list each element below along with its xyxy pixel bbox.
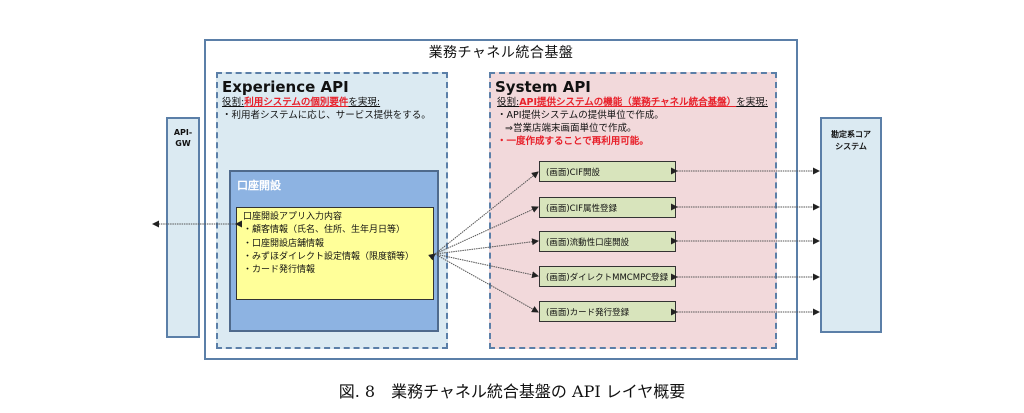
role-prefix: 役割: (497, 97, 520, 108)
role-prefix: 役割: (222, 97, 245, 108)
role-suffix: を実現: (348, 97, 381, 108)
experience-api-bullet: ・利用者システムに応じ、サービス提供をする。 (222, 110, 431, 121)
system-api-bullet-2: ⇒営業店端末画面単位で作成。 (505, 123, 637, 134)
role-highlight: 利用システムの個別要件 (244, 97, 349, 108)
account-opening-title: 口座開設 (237, 179, 281, 192)
api-gw-label-1: API- (173, 128, 193, 137)
screen-api-cif-open: (画面)CIF開設 (539, 161, 676, 182)
role-suffix: を実現: (736, 97, 768, 108)
experience-api-role: 役割:利用システムの個別要件を実現: (222, 97, 380, 109)
bullet-mark: ・ (497, 136, 507, 147)
system-api-bullet-3: ・一度作成することで再利用可能。 (497, 136, 649, 148)
experience-api-heading: Experience API (222, 78, 349, 96)
bullet-highlight: 一度作成することで再利用可能。 (506, 136, 649, 147)
arrow-input-to-screen-1 (428, 171, 539, 261)
core-label-2: システム (835, 142, 867, 151)
platform-title: 業務チャネル統合基盤 (428, 45, 574, 61)
system-api-heading: System API (495, 78, 591, 96)
arrow-input-to-screen-3 (434, 238, 539, 255)
figure-caption: 図. 8 業務チャネル統合基盤の API レイヤ概要 (338, 382, 686, 401)
role-highlight: API提供システムの機能（業務チャネル統合基盤） (519, 97, 737, 108)
api-gw-label-2: GW (175, 139, 191, 148)
app-input-title: 口座開設アプリ入力内容 (243, 212, 343, 222)
system-api-bullet-1: ・API提供システムの提供単位で作成。 (497, 110, 664, 121)
api-gateway-box: API- GW (166, 117, 200, 338)
screen-api-liquid-account: (画面)流動性口座開設 (539, 231, 676, 252)
list-item: ・カード発行情報 (243, 265, 316, 276)
core-banking-system-box: 勘定系コア システム (820, 117, 882, 333)
core-label-1: 勘定系コア (831, 130, 871, 139)
arrow-input-to-screen-2 (434, 206, 539, 255)
list-item: ・顧客情報（氏名、住所、生年月日等） (243, 225, 406, 236)
list-item: ・口座開設店舗情報 (243, 238, 325, 249)
system-api-role: 役割:API提供システムの機能（業務チャネル統合基盤）を実現: (497, 97, 768, 109)
arrow-input-to-screen-4 (434, 253, 539, 279)
arrow-input-to-screen-5 (434, 253, 539, 313)
list-item: ・みずほダイレクト設定情報（限度額等） (243, 251, 415, 262)
